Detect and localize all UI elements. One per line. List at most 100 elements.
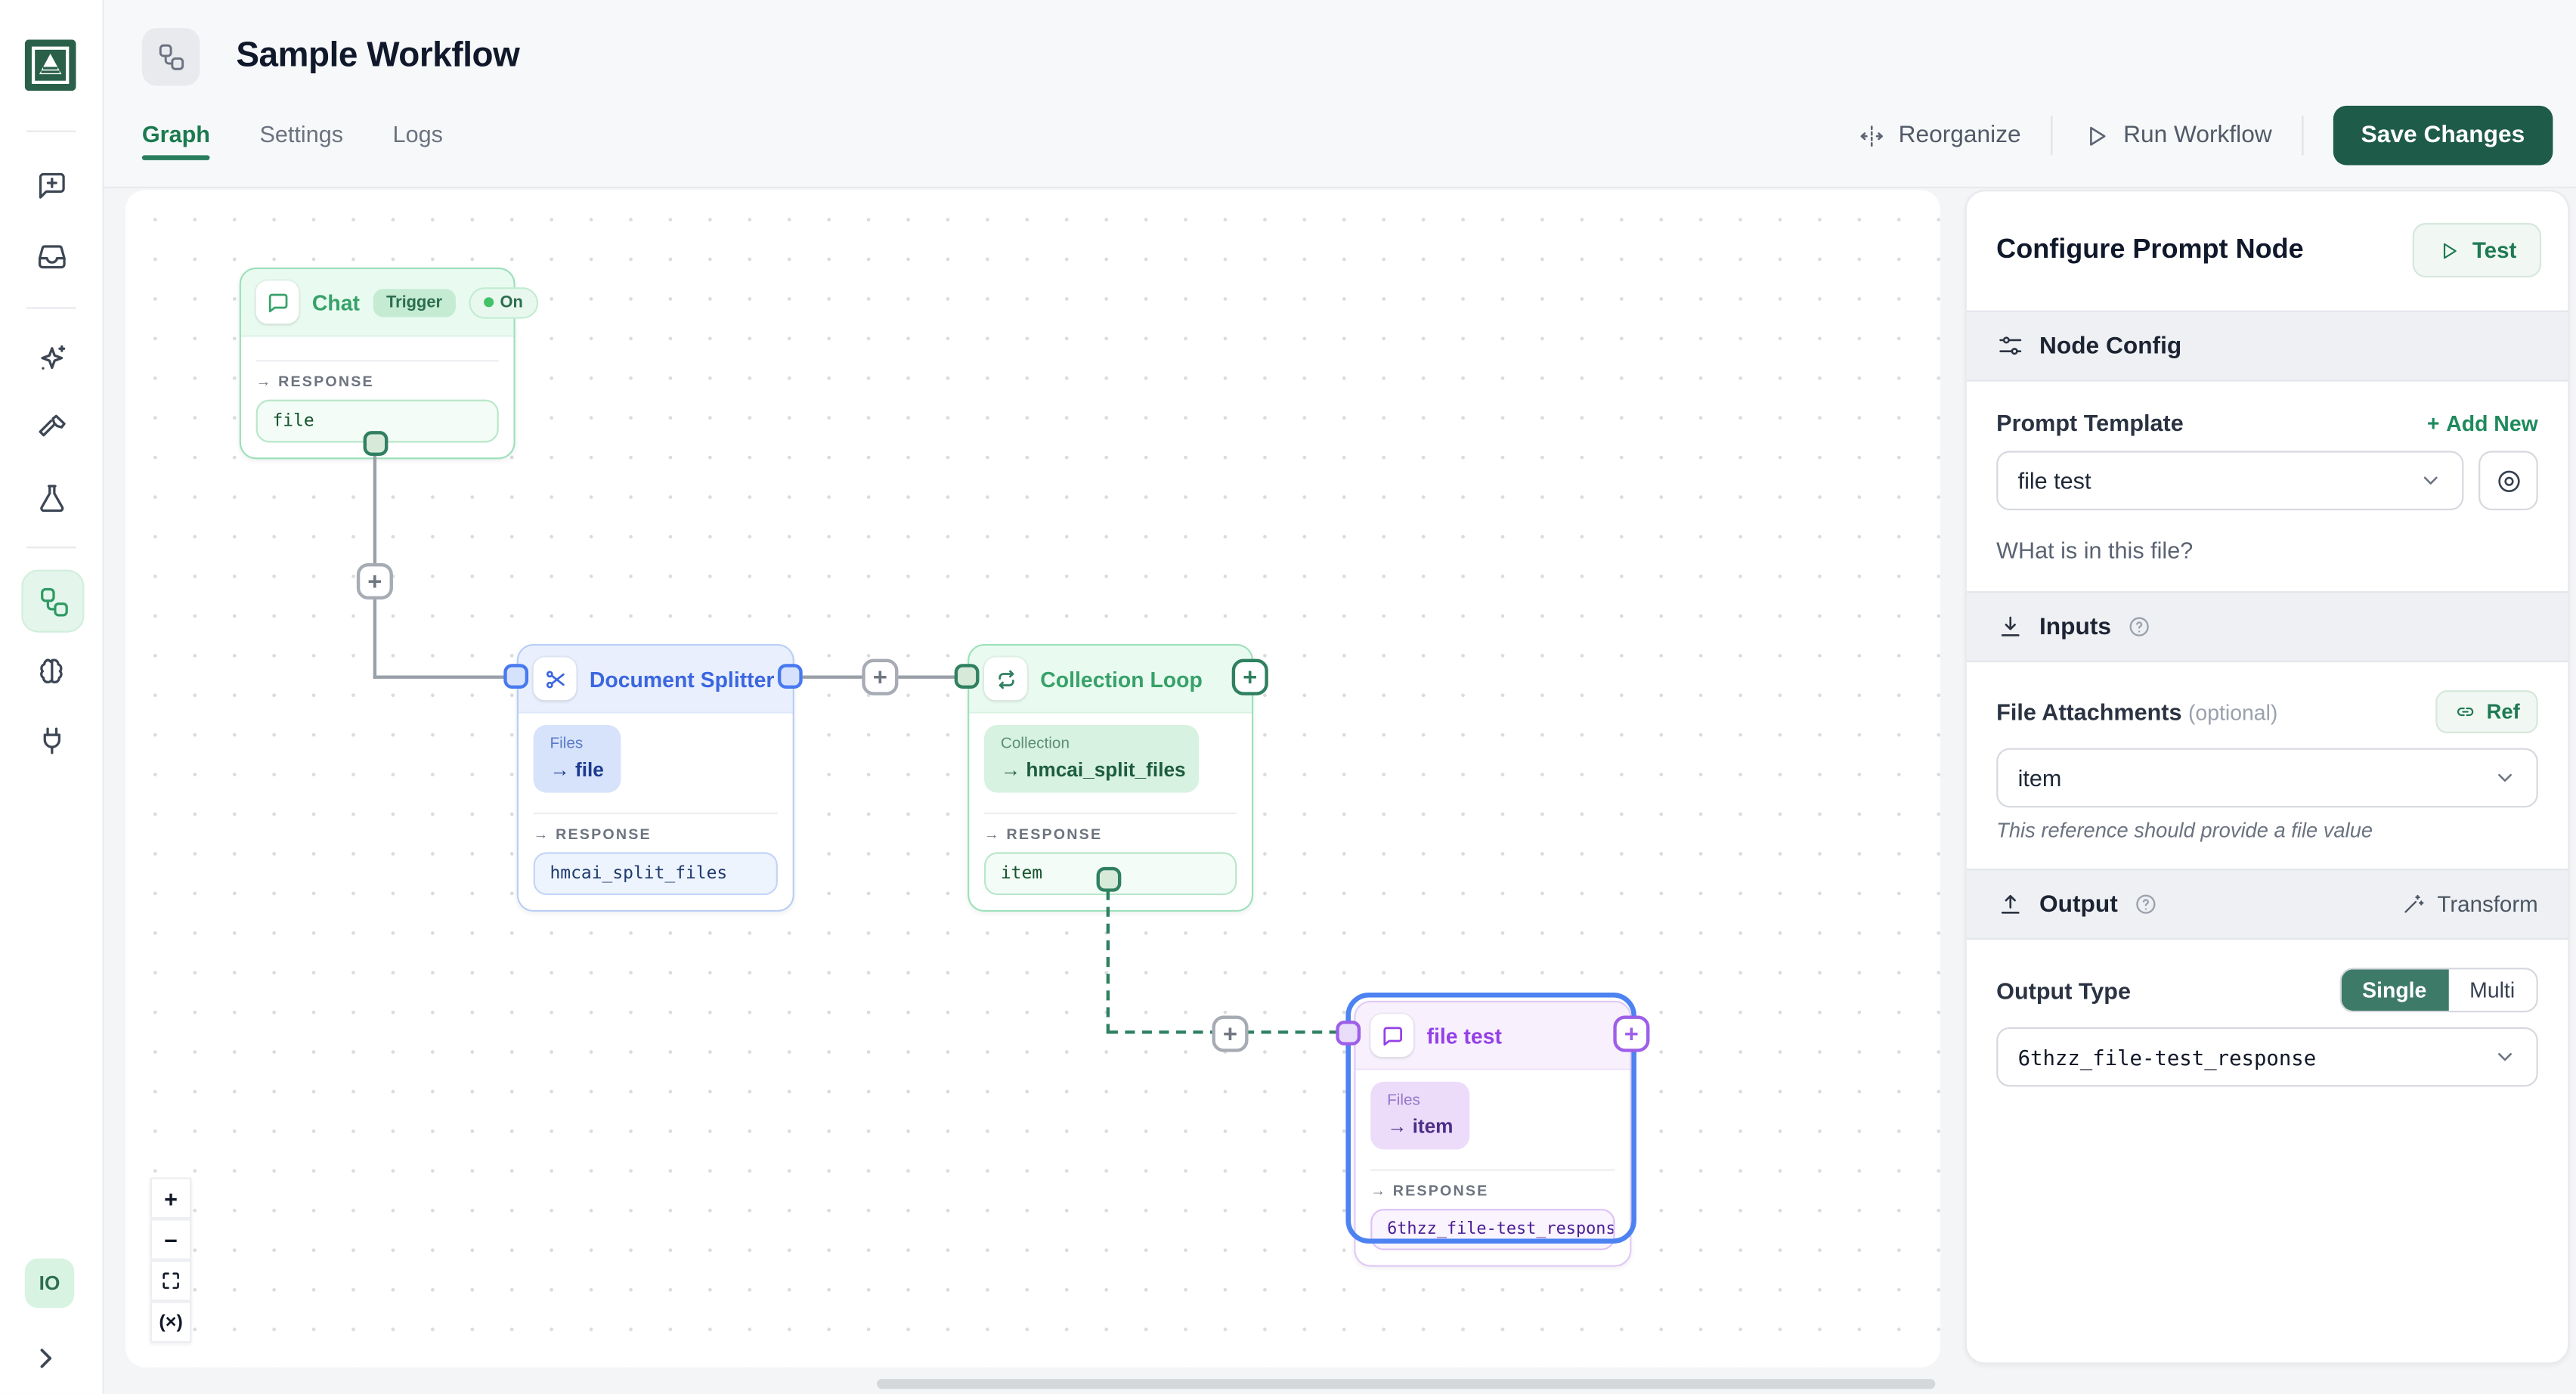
sliders-icon — [1999, 336, 2022, 355]
sidebar-item-tools[interactable] — [21, 398, 81, 457]
output-type-multi[interactable]: Multi — [2469, 977, 2516, 1003]
on-toggle[interactable]: On — [468, 287, 538, 318]
response-value[interactable]: hmcai_split_files — [533, 852, 778, 896]
add-node-on-edge-button[interactable]: + — [862, 658, 899, 695]
tab-settings[interactable]: Settings — [259, 120, 344, 147]
run-workflow-label: Run Workflow — [2123, 122, 2272, 149]
response-label: → RESPONSE — [1370, 1182, 1489, 1200]
transform-button[interactable]: Transform — [2401, 892, 2538, 916]
variables-button[interactable]: (×) — [150, 1301, 192, 1343]
section-inputs[interactable]: Inputs — [1966, 591, 2568, 663]
reorganize-button[interactable]: Reorganize — [1857, 122, 2021, 150]
add-node-on-edge-button[interactable]: + — [1212, 1015, 1249, 1052]
sidebar-item-inbox[interactable] — [21, 226, 81, 286]
wand-icon — [2404, 894, 2424, 913]
sidebar-expand-button[interactable] — [32, 1344, 60, 1372]
horizontal-scrollbar[interactable] — [877, 1379, 1936, 1389]
response-label: → RESPONSE — [533, 826, 652, 843]
sidebar-item-workflows[interactable] — [21, 569, 85, 633]
reorganize-label: Reorganize — [1898, 122, 2021, 149]
sidebar-item-models[interactable] — [21, 641, 81, 701]
chevron-down-icon — [2494, 1046, 2517, 1069]
workflow-canvas[interactable]: + + + Chat Trigger On → RESPONSE file Do… — [125, 190, 1940, 1368]
sidebar-item-sparkles[interactable] — [21, 329, 81, 389]
handle-loop-output[interactable] — [1096, 866, 1122, 892]
node-title: file test — [1426, 1023, 1502, 1049]
chevron-down-icon — [2494, 767, 2517, 790]
fit-view-button[interactable] — [150, 1259, 192, 1302]
section-title: Inputs — [2039, 613, 2112, 640]
file-attachments-value: item — [2017, 764, 2062, 791]
output-type-single[interactable]: Single — [2340, 969, 2448, 1011]
file-attachments-select[interactable]: item — [1996, 748, 2538, 808]
help-icon — [2135, 894, 2155, 914]
edge-loop-filetest-vertical — [1106, 890, 1110, 1034]
node-document-splitter[interactable]: Document Splitter Files → file → RESPONS… — [516, 643, 794, 912]
chip-label: Files — [550, 735, 584, 754]
input-chip-files[interactable]: Files → item — [1370, 1081, 1470, 1150]
output-type-label: Output Type — [1996, 977, 2132, 1004]
sidebar-item-experiments[interactable] — [21, 467, 81, 527]
preview-template-button[interactable] — [2478, 451, 2538, 511]
sidebar-divider — [26, 130, 76, 132]
test-node-button[interactable]: Test — [2413, 222, 2542, 278]
sidebar-item-integrations[interactable] — [21, 710, 81, 770]
node-collection-loop-header: Collection Loop — [969, 646, 1252, 714]
node-file-test-add-button[interactable]: + — [1613, 1015, 1650, 1052]
upload-icon — [2001, 894, 2020, 914]
chat-bubble-icon — [1370, 1014, 1414, 1058]
input-chip-files[interactable]: Files → file — [533, 725, 621, 793]
trigger-badge: Trigger — [373, 288, 456, 317]
save-changes-button[interactable]: Save Changes — [2333, 105, 2553, 166]
tab-graph[interactable]: Graph — [141, 120, 211, 170]
chip-label: Files — [1387, 1092, 1420, 1111]
add-node-on-edge-button[interactable]: + — [356, 562, 393, 600]
prompt-template-label: Prompt Template — [1996, 409, 2184, 436]
node-chat-header: Chat Trigger On — [240, 269, 538, 337]
prompt-template-select[interactable]: file test — [1996, 451, 2464, 511]
sidebar-item-new-chat[interactable] — [21, 155, 81, 215]
output-type-toggle: Single Multi — [2339, 968, 2538, 1013]
output-reference-select[interactable]: 6thzz_file-test_response — [1996, 1027, 2538, 1087]
handle-splitter-input[interactable] — [503, 664, 529, 689]
selection-ring — [1345, 992, 1636, 1244]
plus-icon: + — [1624, 1019, 1639, 1049]
top-header: Sample Workflow Graph Settings Logs Reor… — [102, 0, 2576, 189]
node-collection-loop-add-button[interactable]: + — [1231, 658, 1268, 695]
add-new-template-button[interactable]: +Add New — [2427, 410, 2538, 435]
ref-button[interactable]: Ref — [2435, 690, 2538, 733]
chip-value: → file — [550, 757, 604, 782]
plus-icon: + — [872, 663, 887, 692]
user-avatar[interactable]: IO — [24, 1258, 75, 1309]
link-icon — [2457, 708, 2473, 717]
handle-loop-input[interactable] — [954, 664, 980, 689]
plus-icon: + — [367, 567, 382, 596]
response-label: → RESPONSE — [984, 826, 1103, 843]
play-icon — [2444, 242, 2457, 259]
reorganize-icon — [1859, 125, 1883, 147]
tab-logs[interactable]: Logs — [392, 120, 443, 147]
section-output[interactable]: Output Transform — [1966, 869, 2568, 940]
edge-chat-splitter-horizontal — [373, 675, 509, 679]
node-chat[interactable]: Chat Trigger On → RESPONSE file — [239, 267, 538, 460]
prompt-template-value: file test — [2017, 467, 2091, 494]
node-document-splitter-body: Files → file → RESPONSE hmcai_split_file… — [518, 713, 793, 910]
on-label: On — [500, 293, 523, 311]
run-workflow-button[interactable]: Run Workflow — [2082, 122, 2272, 150]
config-panel: Configure Prompt Node Test Node Config P… — [1965, 190, 2570, 1365]
workflow-type-icon — [141, 28, 200, 86]
file-attachments-label: File Attachments (optional) — [1996, 699, 2278, 726]
canvas-controls: + − (×) — [150, 1177, 192, 1343]
reference-hint: This reference should provide a file val… — [1996, 819, 2373, 843]
zoom-out-button[interactable]: − — [150, 1219, 192, 1260]
handle-file-test-input[interactable] — [1336, 1021, 1361, 1046]
section-node-config[interactable]: Node Config — [1966, 310, 2568, 382]
node-title: Chat — [311, 290, 361, 315]
zoom-in-button[interactable]: + — [150, 1177, 192, 1219]
input-chip-collection[interactable]: Collection → hmcai_split_files — [984, 725, 1200, 793]
plus-icon: + — [1243, 663, 1258, 692]
handle-splitter-output[interactable] — [777, 664, 803, 689]
handle-chat-output[interactable] — [363, 431, 389, 456]
app-logo-icon[interactable] — [24, 39, 76, 91]
variables-icon: (×) — [159, 1312, 183, 1332]
